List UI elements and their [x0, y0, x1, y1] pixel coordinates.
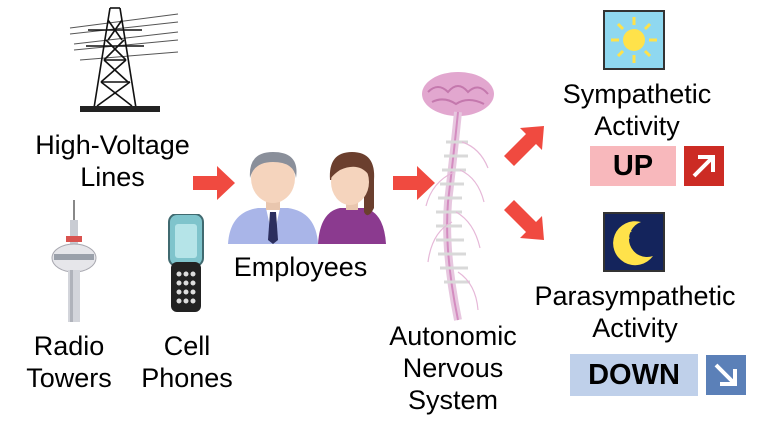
cell-phone-icon [168, 214, 204, 312]
arrow-down-right-icon [706, 355, 746, 395]
flow-arrow-to-nervous-system-icon [393, 166, 435, 200]
arrow-up-right-icon [684, 146, 724, 186]
flow-arrow-to-employees-icon [193, 166, 235, 200]
flow-arrow-to-parasympathetic-icon [504, 200, 544, 240]
power-tower-icon [69, 7, 179, 112]
brain-spine-icon [422, 72, 494, 321]
cell-phones-label: Cell Phones [141, 331, 233, 393]
male-employee-icon [228, 152, 318, 244]
sympathetic-label: Sympathetic Activity [562, 79, 712, 141]
parasympathetic-status-badge: DOWN [570, 354, 698, 396]
sun-icon [603, 10, 665, 70]
power-lines-label: High-Voltage Lines [35, 130, 190, 192]
radio-tower-icon [51, 200, 97, 322]
female-employee-icon [318, 152, 386, 244]
flow-arrow-to-sympathetic-icon [504, 126, 544, 166]
employees-label: Employees [233, 252, 368, 282]
parasympathetic-label: Parasympathetic Activity [534, 281, 736, 343]
nervous-system-label: Autonomic Nervous System [389, 321, 517, 415]
sympathetic-status-badge: UP [590, 146, 676, 186]
moon-icon [603, 212, 665, 272]
radio-towers-label: Radio Towers [26, 331, 112, 393]
